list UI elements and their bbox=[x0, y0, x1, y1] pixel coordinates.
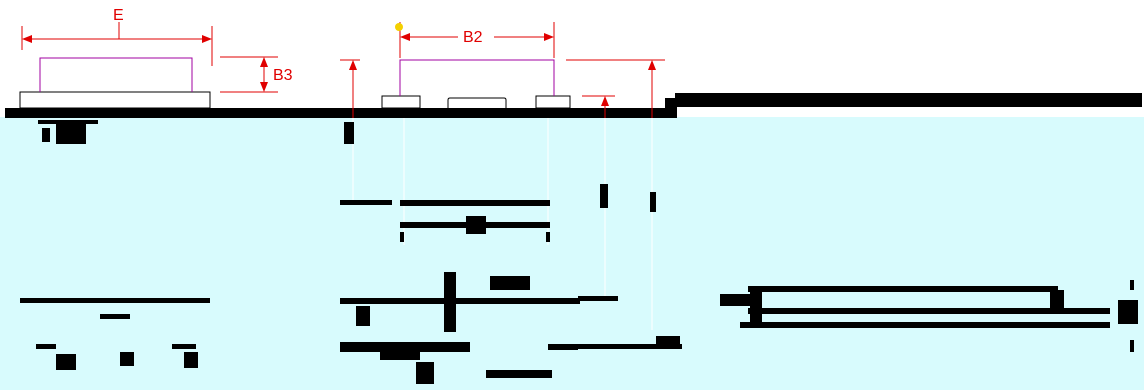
label-b2: B2 bbox=[463, 29, 483, 46]
middle-component bbox=[381, 59, 571, 109]
left-component bbox=[19, 57, 211, 109]
dimension-right-heights bbox=[340, 59, 665, 120]
dimension-b3 bbox=[220, 56, 278, 93]
label-e: E bbox=[113, 7, 124, 24]
snap-marker-icon bbox=[395, 23, 403, 31]
dimension-e bbox=[21, 22, 213, 66]
artifact-blocks bbox=[20, 120, 1138, 384]
label-b3: B3 bbox=[273, 67, 293, 84]
base-profile bbox=[5, 93, 1142, 118]
b2-label-background bbox=[458, 25, 494, 43]
